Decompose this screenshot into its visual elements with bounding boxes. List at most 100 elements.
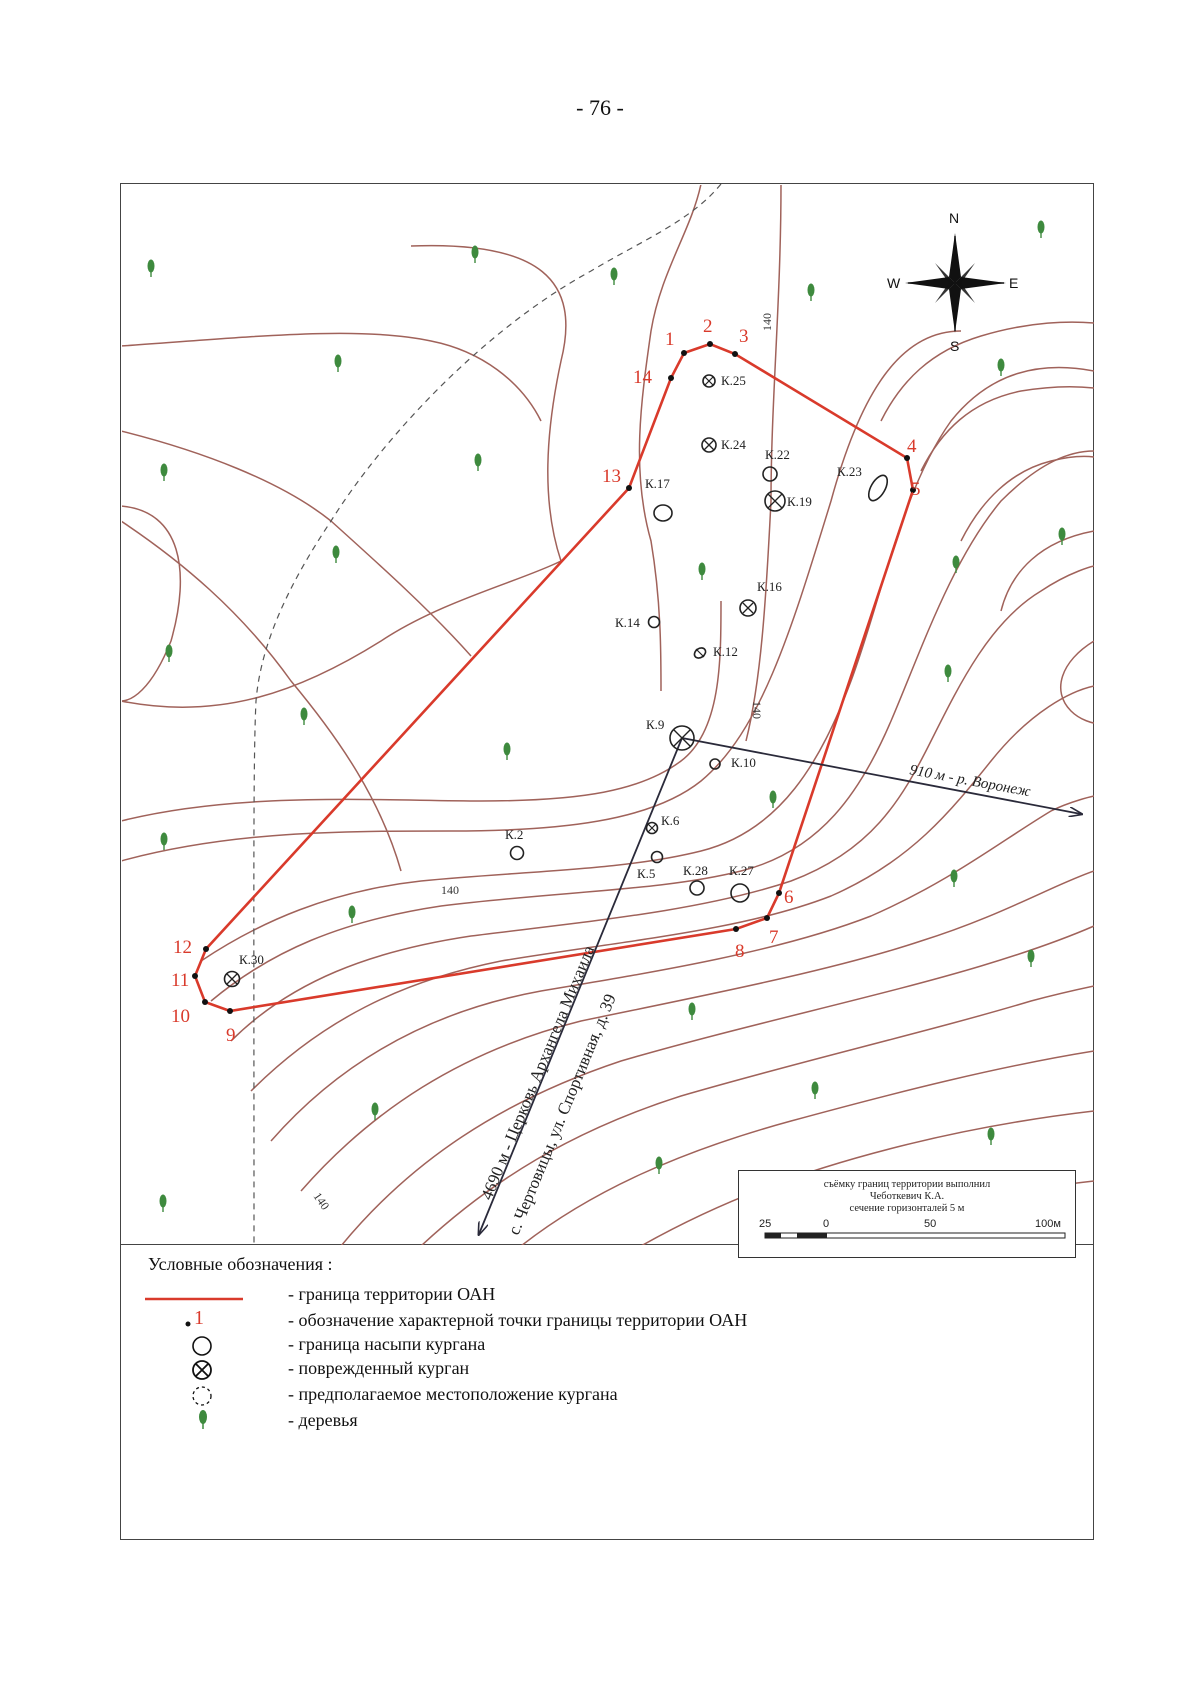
kurgan-label: К.24: [721, 437, 746, 452]
compass-north: N: [949, 210, 959, 226]
contour-line: [230, 565, 1094, 1042]
boundary-point-dot: [227, 1008, 233, 1014]
boundary-point-label: 3: [739, 326, 749, 347]
boundary-point-label: 6: [784, 887, 794, 908]
contour-line: [122, 520, 402, 872]
contour-line: [880, 321, 1094, 422]
tree-icon: [655, 1156, 663, 1174]
contour-line: [122, 330, 962, 862]
legend-damaged-symbol: [192, 1360, 212, 1380]
damaged-kurgan: [669, 725, 695, 751]
tree-icon: [371, 1102, 379, 1120]
boundary-point-dot: [626, 485, 632, 491]
contour-line: [1000, 530, 1094, 612]
boundary-point-dot: [733, 926, 739, 932]
direction-label-east: 910 м - р. Воронеж: [908, 762, 1032, 800]
damaged-kurgan: [223, 970, 241, 988]
kurgan-label: К.22: [765, 447, 790, 462]
tree-icon: [807, 283, 815, 301]
kurgan-label: К.10: [731, 755, 756, 770]
scale-bar: 25 0 50 100м: [759, 1218, 1066, 1239]
map-frame: 140 140 140 140 1 2 3 4 5 6 7 8 9 10 11 …: [120, 183, 1094, 1246]
legend-item-mound: - граница насыпи кургана: [288, 1334, 486, 1354]
legend-point-sample: 1: [194, 1307, 204, 1329]
contour-line: [200, 366, 1094, 962]
contour-label: 140: [441, 883, 459, 897]
boundary-point-label: 5: [911, 479, 921, 500]
map-canvas: 140 140 140 140 1 2 3 4 5 6 7 8 9 10 11 …: [122, 184, 1094, 1246]
contour-line: [521, 1050, 1094, 1245]
damaged-kurgan: [764, 490, 786, 512]
oan-boundary: [193, 342, 915, 1013]
kurgan-label: К.17: [645, 476, 670, 491]
contour-line: [340, 925, 1094, 1245]
contour-lines: [122, 185, 1094, 1245]
boundary-point-dot: [192, 973, 198, 979]
tree-icon: [474, 453, 482, 471]
tree-icon: [348, 905, 356, 923]
boundary-point-label: 2: [703, 316, 713, 337]
kurgan-label: К.19: [787, 494, 812, 509]
boundary-point-label: 11: [171, 970, 189, 991]
contour-line: [210, 450, 1094, 1002]
tree-icon: [160, 463, 168, 481]
tree-icon: [165, 644, 173, 662]
damaged-kurgan: [693, 647, 707, 659]
boundary-point-dot: [681, 350, 687, 356]
contour-label: 140: [311, 1190, 333, 1213]
contour-label: 140: [750, 701, 764, 719]
kurgan-label: К.14: [615, 615, 640, 630]
tree-icon: [1037, 220, 1045, 238]
boundary-point-dot: [707, 341, 713, 347]
boundary-point-label: 10: [171, 1006, 190, 1027]
tree-icon: [952, 555, 960, 573]
contour-line: [641, 1110, 1094, 1245]
kurgan-label: К.27: [729, 863, 754, 878]
boundary-point-dot: [904, 455, 910, 461]
damaged-kurgan: [701, 437, 717, 453]
arrow-to-river: [681, 737, 1081, 814]
tree-icon: [950, 869, 958, 887]
legend-item-presumed: - предполагаемое местоположение кургана: [288, 1384, 618, 1404]
scale-tick-label: 100м: [1035, 1218, 1061, 1230]
kurgan-label: К.6: [661, 813, 680, 828]
kurgan-label: К.5: [637, 866, 655, 881]
tree-icon: [332, 545, 340, 563]
scale-tick-label: 50: [924, 1218, 936, 1230]
tree-icon: [688, 1002, 696, 1020]
compass-south: S: [950, 338, 959, 354]
boundary-point-dot: [910, 487, 916, 493]
tree-icon: [159, 1194, 167, 1212]
boundary-point-label: 8: [735, 941, 745, 962]
tree-icon: [610, 267, 618, 285]
compass-rose: N S E W: [887, 210, 1018, 354]
boundary-point-dot: [668, 375, 674, 381]
contour-line: [745, 185, 782, 742]
kurgans: [223, 374, 889, 988]
contour-line: [122, 332, 542, 422]
tree-icon: [1027, 949, 1035, 967]
boundary-point-label: 12: [173, 937, 192, 958]
trees: [147, 220, 1066, 1212]
tree-icon: [147, 259, 155, 277]
kurgan-mound: [653, 504, 673, 522]
legend-item-trees: - деревья: [288, 1410, 358, 1430]
kurgan-mound: [762, 466, 778, 482]
tree-icon: [503, 742, 511, 760]
kurgan-label: К.9: [646, 717, 664, 732]
boundary-point-dot: [732, 351, 738, 357]
legend-item-point: - обозначение характерной точки границы …: [288, 1310, 748, 1330]
kurgan-label: К.23: [837, 464, 862, 479]
tree-icon: [987, 1127, 995, 1145]
kurgan-label: К.12: [713, 644, 738, 659]
contour-interval: сечение горизонталей 5 м: [849, 1203, 965, 1214]
boundary-point-dot: [203, 946, 209, 952]
boundary-points: [192, 341, 916, 1014]
compass-east: E: [1009, 275, 1018, 291]
boundary-point-dot: [764, 915, 770, 921]
kurgan-label: К.16: [757, 579, 782, 594]
legend-title: Условные обозначения :: [148, 1254, 333, 1274]
kurgan-label: К.30: [239, 952, 264, 967]
tree-icon: [997, 358, 1005, 376]
boundary-point-label: 7: [769, 927, 779, 948]
